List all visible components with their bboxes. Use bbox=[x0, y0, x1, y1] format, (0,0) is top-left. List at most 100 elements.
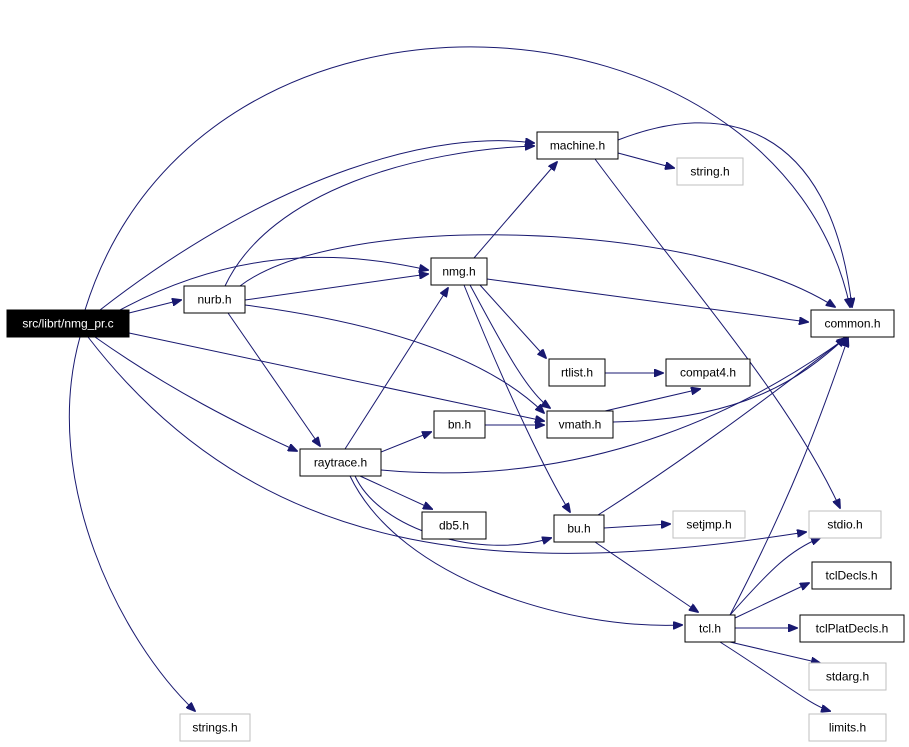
nodes-layer: src/librt/nmg_pr.c machine.h string.h nmg.h… bbox=[6, 131, 905, 742]
edge-root-to-stdio bbox=[87, 336, 806, 554]
node-label: bn.h bbox=[448, 418, 471, 432]
node-tcl[interactable]: tcl.h bbox=[684, 614, 736, 643]
edge-bu-to-tcl bbox=[594, 541, 698, 612]
node-box bbox=[183, 285, 246, 314]
node-box bbox=[684, 614, 736, 643]
node-label: nurb.h bbox=[197, 293, 231, 307]
node-box bbox=[430, 257, 488, 286]
node-label: string.h bbox=[690, 165, 729, 179]
edge-root-to-strings bbox=[68, 336, 195, 711]
edge-nmg-to-bu bbox=[463, 284, 570, 512]
node-label: machine.h bbox=[550, 139, 605, 153]
node-label: rtlist.h bbox=[561, 366, 593, 380]
node-label: bu.h bbox=[567, 522, 590, 536]
node-box bbox=[553, 514, 605, 543]
edge-root-to-vmath bbox=[128, 332, 544, 421]
edge-nurb-to-machine bbox=[224, 146, 534, 287]
edge-nmg-to-machine bbox=[473, 162, 557, 259]
node-label: stdio.h bbox=[827, 518, 862, 532]
node-bu[interactable]: bu.h bbox=[553, 514, 605, 543]
edge-raytrace-to-nmg bbox=[344, 288, 448, 450]
node-bn[interactable]: bn.h bbox=[433, 410, 486, 439]
edge-tcl-to-tclDecls bbox=[734, 583, 809, 619]
edge-root-to-raytrace bbox=[94, 336, 297, 451]
node-box bbox=[811, 561, 892, 590]
node-label: common.h bbox=[824, 317, 880, 331]
node-box bbox=[810, 309, 895, 338]
node-stdarg: stdarg.h bbox=[808, 662, 887, 691]
node-compat4[interactable]: compat4.h bbox=[665, 358, 751, 387]
edge-nmg-to-common bbox=[486, 278, 808, 322]
node-strings: strings.h bbox=[179, 713, 251, 742]
node-label: limits.h bbox=[829, 721, 866, 735]
edge-bu-to-setjmp bbox=[603, 524, 670, 528]
edge-machine-to-stdio bbox=[594, 158, 840, 508]
edge-tcl-to-limits bbox=[719, 641, 830, 711]
node-machine[interactable]: machine.h bbox=[536, 131, 619, 160]
node-label: stdarg.h bbox=[826, 670, 869, 684]
edge-vmath-to-compat4 bbox=[604, 389, 700, 412]
node-label: tclPlatDecls.h bbox=[816, 622, 889, 636]
edge-tcl-to-common bbox=[729, 338, 848, 616]
node-limits: limits.h bbox=[808, 713, 887, 742]
edge-nurb-to-vmath bbox=[244, 304, 544, 413]
node-label: setjmp.h bbox=[686, 518, 731, 532]
edge-raytrace-to-bn bbox=[380, 432, 431, 453]
edge-machine-to-common bbox=[617, 122, 852, 307]
node-label: vmath.h bbox=[559, 418, 602, 432]
node-box bbox=[536, 131, 619, 160]
edge-tcl-to-stdarg bbox=[729, 641, 820, 663]
node-label: strings.h bbox=[192, 721, 237, 735]
node-label: compat4.h bbox=[680, 366, 736, 380]
edge-tcl-to-stdio bbox=[729, 538, 820, 616]
node-setjmp: setjmp.h bbox=[672, 510, 746, 539]
node-box bbox=[421, 511, 487, 540]
node-box bbox=[6, 309, 130, 338]
edge-raytrace-to-tcl bbox=[349, 475, 682, 625]
node-rtlist[interactable]: rtlist.h bbox=[548, 358, 606, 387]
node-label: tclDecls.h bbox=[825, 569, 877, 583]
edge-machine-to-string bbox=[617, 152, 674, 168]
node-box bbox=[179, 713, 251, 742]
node-box bbox=[808, 713, 887, 742]
edge-nmg-to-vmath bbox=[469, 284, 550, 408]
edge-raytrace-to-common bbox=[380, 338, 846, 474]
node-label: db5.h bbox=[439, 519, 469, 533]
node-box bbox=[808, 510, 882, 539]
node-box bbox=[299, 448, 382, 477]
node-box bbox=[546, 410, 614, 439]
node-box bbox=[799, 614, 905, 643]
node-raytrace[interactable]: raytrace.h bbox=[299, 448, 382, 477]
edge-root-to-nmg bbox=[119, 256, 428, 311]
node-label: tcl.h bbox=[699, 622, 721, 636]
node-box bbox=[548, 358, 606, 387]
node-nurb[interactable]: nurb.h bbox=[183, 285, 246, 314]
edge-root-to-nurb bbox=[128, 300, 181, 314]
edges-layer bbox=[68, 46, 852, 711]
edge-vmath-to-common bbox=[612, 338, 845, 423]
edge-nurb-to-raytrace bbox=[227, 312, 320, 446]
node-label: raytrace.h bbox=[314, 456, 367, 470]
node-string: string.h bbox=[676, 157, 744, 186]
node-vmath[interactable]: vmath.h bbox=[546, 410, 614, 439]
node-box bbox=[433, 410, 486, 439]
node-box bbox=[665, 358, 751, 387]
edge-root-to-common bbox=[84, 46, 850, 311]
node-root[interactable]: src/librt/nmg_pr.c bbox=[6, 309, 130, 338]
edge-nurb-to-common bbox=[239, 234, 835, 307]
node-tclPlatDecls[interactable]: tclPlatDecls.h bbox=[799, 614, 905, 643]
edge-nurb-to-nmg bbox=[244, 274, 428, 301]
node-tclDecls[interactable]: tclDecls.h bbox=[811, 561, 892, 590]
node-db5[interactable]: db5.h bbox=[421, 511, 487, 540]
node-nmg[interactable]: nmg.h bbox=[430, 257, 488, 286]
edge-bu-to-common bbox=[597, 338, 846, 516]
node-label: nmg.h bbox=[442, 265, 475, 279]
edge-raytrace-to-db5 bbox=[359, 475, 432, 509]
node-common[interactable]: common.h bbox=[810, 309, 895, 338]
node-box bbox=[808, 662, 887, 691]
edge-nmg-to-rtlist bbox=[479, 284, 546, 358]
node-label: src/librt/nmg_pr.c bbox=[22, 317, 113, 331]
node-box bbox=[676, 157, 744, 186]
node-stdio: stdio.h bbox=[808, 510, 882, 539]
